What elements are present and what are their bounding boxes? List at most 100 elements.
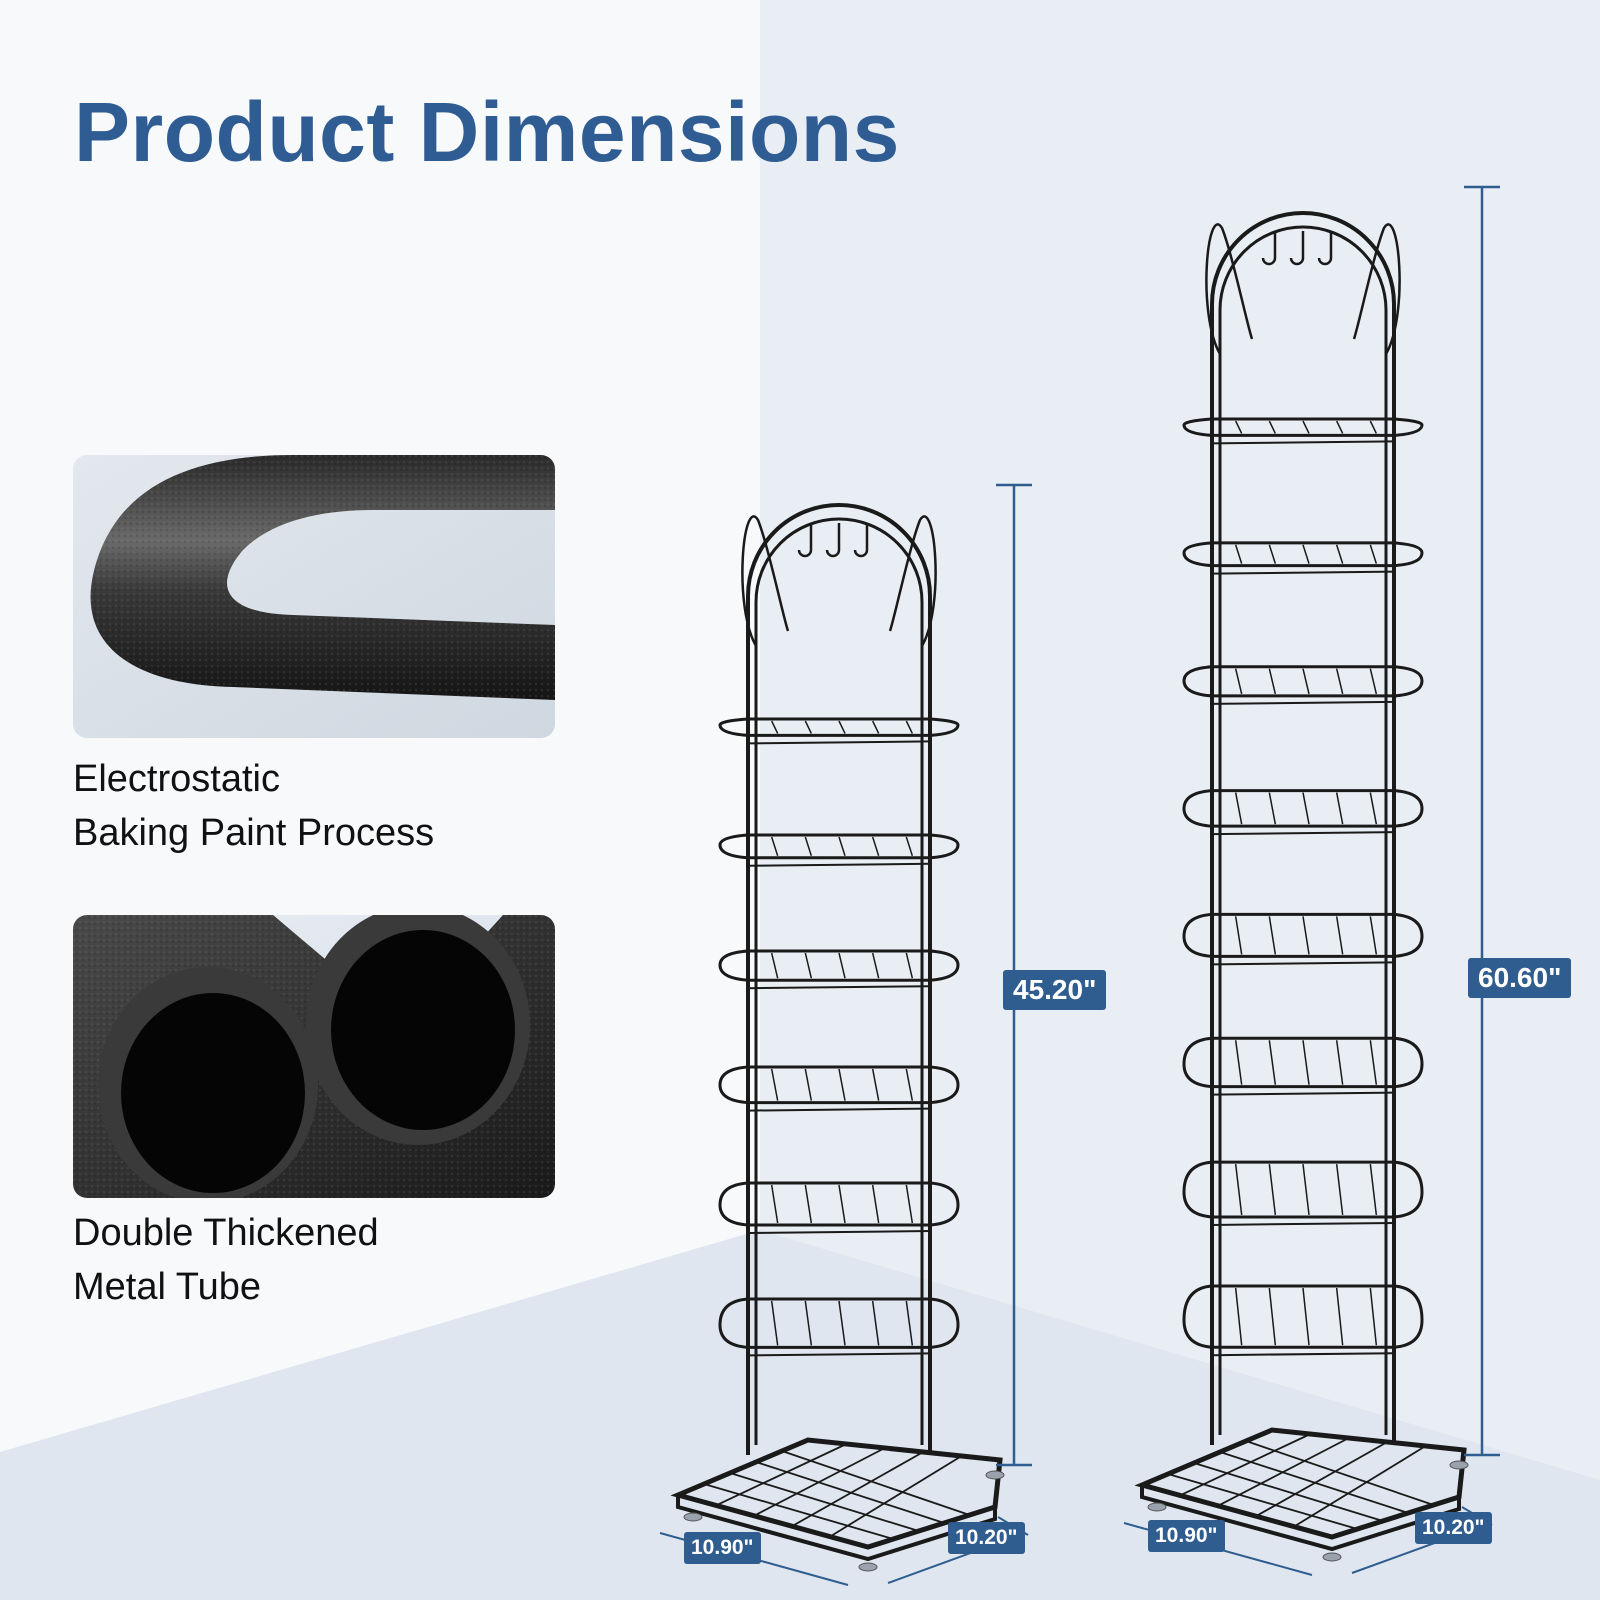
shelf — [718, 833, 960, 860]
foot — [1449, 1460, 1469, 1470]
shelf — [1182, 417, 1424, 437]
shelf-wire — [1234, 1164, 1243, 1216]
base-tray-edge — [1140, 1485, 1461, 1552]
shelf-wire — [1302, 916, 1310, 955]
shelf — [718, 717, 960, 737]
rack-frame — [746, 503, 932, 1455]
shelf-wire — [905, 1300, 914, 1346]
shelf-wire — [1335, 668, 1344, 695]
shelf-wire — [1234, 1040, 1243, 1085]
shelf-brace — [1211, 1091, 1395, 1096]
shelf-wire — [770, 836, 779, 857]
shelf-brace — [1211, 1221, 1395, 1226]
shelf-wire — [1302, 1287, 1310, 1346]
shelf-wire — [1302, 420, 1310, 434]
foot — [1147, 1502, 1167, 1512]
base-tray — [1134, 1427, 1467, 1540]
base-wire — [715, 1443, 847, 1507]
base-wire — [1255, 1441, 1388, 1517]
shelf-wire — [1335, 544, 1344, 564]
shelf — [1182, 1160, 1424, 1219]
shelf-brace — [747, 1352, 931, 1357]
rack-frame-inner — [754, 517, 924, 1445]
shelf-wire — [1268, 420, 1277, 434]
hook — [853, 523, 869, 558]
shelf-brace — [1211, 700, 1395, 705]
tube-cross-section-image — [73, 915, 555, 1198]
ear-right — [888, 515, 937, 647]
shelf-wire — [1369, 1164, 1378, 1216]
shelf-wire — [1234, 668, 1243, 695]
feature-line: Double Thickened — [73, 1212, 379, 1254]
shelf-wire — [770, 1184, 779, 1224]
shelf-wire — [1234, 916, 1243, 955]
page-title: Product Dimensions — [74, 85, 900, 179]
coated-tube-closeup-image — [73, 455, 555, 738]
ear-right — [1352, 223, 1401, 355]
coated-tube-icon — [73, 455, 555, 738]
shelf-wire — [871, 1184, 880, 1224]
tube-cross-section-icon — [73, 915, 555, 1198]
shelf-wire — [1268, 1164, 1277, 1216]
shelf-wire — [1302, 1164, 1310, 1216]
shelf-brace — [1211, 1352, 1395, 1357]
shelf-wire — [1268, 916, 1277, 955]
shelf-wire — [1335, 792, 1344, 825]
shelf-wire — [1369, 1287, 1378, 1346]
shelf-wire — [770, 952, 779, 979]
shelf-wire — [1369, 792, 1378, 825]
shelf-wire — [1335, 1287, 1344, 1346]
shelf-wire — [1335, 1164, 1344, 1216]
rack-small-depth-label: 10.20" — [948, 1522, 1025, 1554]
ear-left — [1205, 223, 1254, 355]
rack-frame-inner — [1218, 225, 1388, 1435]
shelf-wire — [1369, 668, 1378, 695]
shelf — [718, 949, 960, 982]
shelf-wire — [1234, 544, 1243, 564]
shelf-brace — [747, 1107, 931, 1112]
shelf-wire — [1369, 544, 1378, 564]
foot — [1322, 1552, 1342, 1562]
shelf-wire — [871, 720, 880, 734]
base-wire — [703, 1483, 894, 1540]
shelf-wire — [838, 1184, 846, 1224]
hook — [1289, 231, 1305, 266]
feature-caption-paint: Electrostatic Baking Paint Process — [73, 752, 593, 860]
shelf-brace — [747, 740, 931, 745]
shelf — [1182, 912, 1424, 958]
shelf — [718, 1065, 960, 1105]
shelf-wire — [1335, 420, 1344, 434]
feature-line: Baking Paint Process — [73, 812, 435, 854]
shelf-brace — [747, 1230, 931, 1234]
base-wire — [729, 1472, 920, 1532]
shelf — [1182, 789, 1424, 828]
shelf-wire — [838, 836, 846, 857]
shelf-wire — [871, 1300, 880, 1346]
shelf-brace — [747, 862, 931, 867]
shelf — [1182, 665, 1424, 698]
rack-tall-height-label: 60.60" — [1468, 958, 1572, 998]
shelf-wire — [1335, 1040, 1344, 1085]
shelf — [1182, 541, 1424, 568]
shelf — [1182, 1036, 1424, 1089]
shelf-wire — [1268, 1287, 1277, 1346]
shelf-wire — [1268, 544, 1277, 564]
shelf-wire — [905, 1068, 914, 1101]
shelf-wire — [1302, 668, 1310, 695]
foot — [858, 1562, 878, 1572]
rack-small-width-label: 10.90" — [684, 1532, 761, 1564]
shelf-wire — [871, 836, 880, 857]
shelf-wire — [838, 1300, 846, 1346]
shelf-wire — [871, 1068, 880, 1101]
hook — [1317, 231, 1333, 266]
ear-left — [741, 515, 790, 647]
shelf-wire — [804, 1068, 813, 1101]
shelf-wire — [804, 952, 813, 979]
rack-small-height-label: 45.20" — [1003, 970, 1107, 1010]
base-wire — [1167, 1473, 1358, 1530]
shelf-wire — [804, 1184, 813, 1224]
shelf-wire — [1268, 668, 1277, 695]
